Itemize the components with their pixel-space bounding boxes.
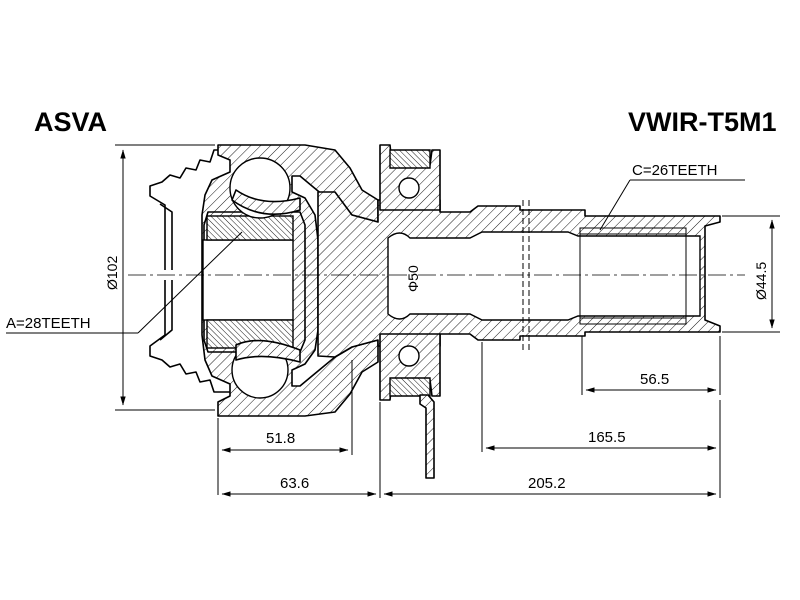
callout-c-label: C=26TEETH [632, 162, 717, 179]
dim-205-2: 205.2 [383, 452, 721, 498]
dim-63-6-label: 63.6 [280, 475, 309, 492]
shaft-diameter-label: Ø44.5 [753, 262, 769, 300]
dim-56-5-label: 56.5 [640, 371, 669, 388]
callout-c-teeth: C=26TEETH [599, 162, 745, 231]
dim-165-5: 165.5 [481, 342, 721, 452]
dim-51-8-label: 51.8 [266, 430, 295, 447]
dim-63-6: 63.6 [221, 402, 381, 498]
part-number: VWIR-T5M1 [628, 107, 777, 137]
rubber-boot [149, 149, 233, 393]
callout-a-label: A=28TEETH [6, 315, 91, 332]
dim-165-5-label: 165.5 [588, 429, 626, 446]
callout-a-teeth: A=28TEETH [6, 231, 243, 334]
bearing-assembly [379, 144, 441, 479]
brand-label: ASVA [34, 107, 107, 137]
stub-shaft [317, 191, 721, 358]
dim-51-8: 51.8 [217, 360, 353, 495]
outer-diameter-label: Ø102 [104, 256, 120, 290]
dim-shaft-diameter: Ø44.5 [722, 215, 780, 333]
dim-205-2-label: 205.2 [528, 475, 566, 492]
dim-56-5: 56.5 [581, 336, 721, 395]
dim-outer-diameter: Ø102 [104, 144, 215, 411]
body-diameter-label: Φ50 [405, 265, 421, 292]
